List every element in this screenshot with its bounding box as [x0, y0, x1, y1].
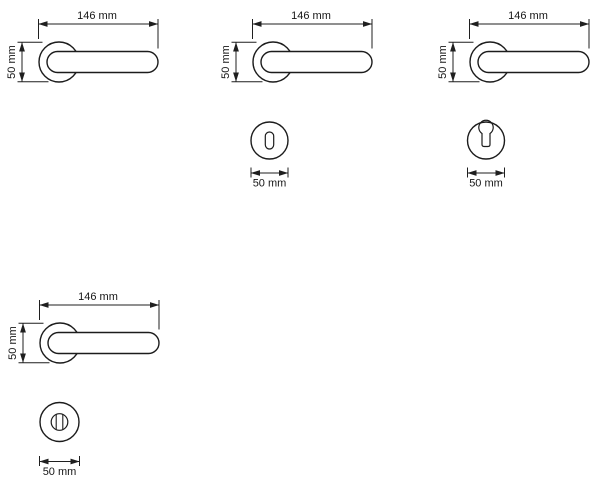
key-escutcheon: 50 mm	[250, 121, 289, 190]
handle-view-key: 146 mm 50 mm	[220, 10, 373, 83]
escutcheon-circle	[250, 121, 289, 160]
handle-view-plain: 146 mm 50 mm	[6, 10, 159, 83]
euro-cylinder-keyhole	[478, 119, 494, 148]
lever	[46, 50, 159, 74]
keyhole-slot	[264, 131, 275, 150]
lever	[477, 50, 590, 74]
lever	[47, 331, 160, 355]
width-dimension-label: 146 mm	[508, 10, 548, 22]
thumbturn-circle	[50, 413, 69, 431]
rose-dimension-label: 50 mm	[7, 326, 19, 360]
handle-view-wc: 146 mm 50 mm	[7, 291, 160, 364]
width-dimension-label: 146 mm	[78, 291, 118, 303]
width-dimension-label: 146 mm	[77, 10, 117, 22]
wc-escutcheon: 50 mm	[39, 401, 80, 478]
rose-dimension-label: 50 mm	[6, 45, 18, 79]
escutcheon-dimension-label: 50 mm	[43, 466, 77, 478]
escutcheon-circle	[39, 401, 80, 443]
rose-dimension-label: 50 mm	[220, 45, 232, 79]
escutcheon-dimension-label: 50 mm	[253, 178, 287, 190]
cylinder-escutcheon: 50 mm	[466, 119, 506, 190]
escutcheon-circle	[466, 121, 506, 160]
lever	[260, 50, 373, 74]
escutcheon-dimension-label: 50 mm	[469, 178, 503, 190]
handle-view-cylinder: 146 mm 50 mm	[437, 10, 590, 83]
width-dimension-label: 146 mm	[291, 10, 331, 22]
rose-dimension-label: 50 mm	[437, 45, 449, 79]
